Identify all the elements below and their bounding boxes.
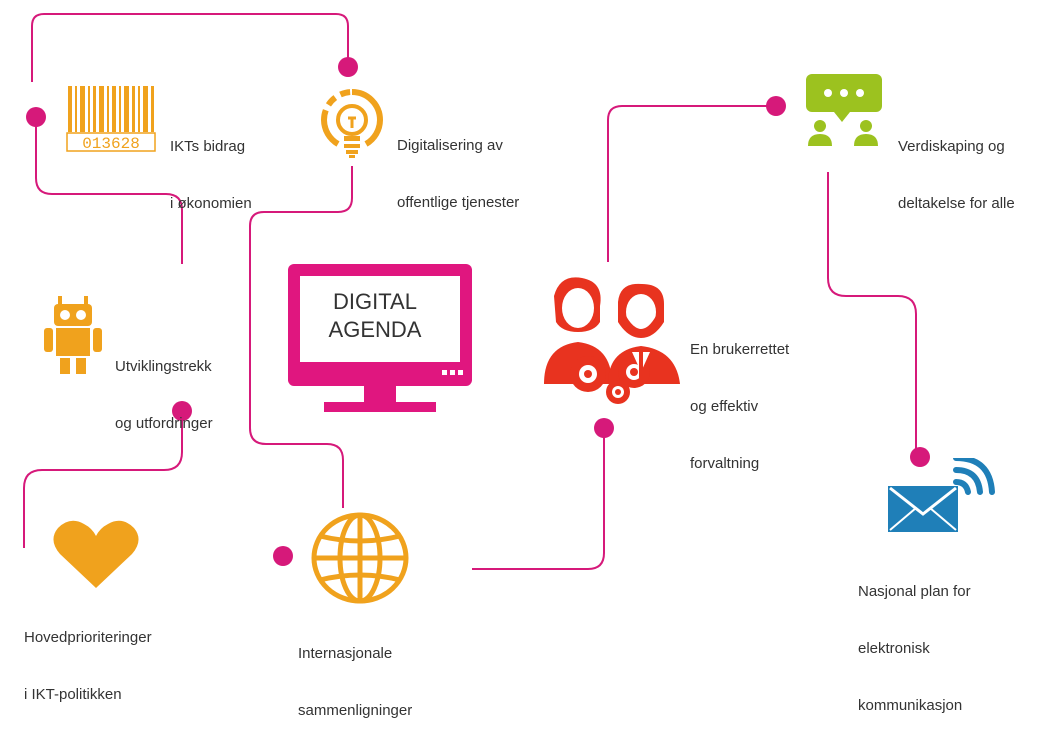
- label-utvikling: Utviklingstrekk og utfordringer: [115, 358, 213, 432]
- label-verdiskaping: Verdiskaping og deltakelse for alle: [898, 138, 1015, 212]
- monitor-icon: [288, 264, 472, 412]
- center-line-1: DIGITAL: [333, 289, 417, 314]
- connector-hoved-utvikling: [23, 412, 183, 548]
- lightbulb-icon: [321, 89, 383, 158]
- connector-digitalisering-internasjonale: [249, 166, 353, 508]
- robot-icon: [44, 296, 102, 374]
- people-gears-icon: [544, 277, 680, 404]
- connector-ikt-utvikling: [35, 118, 183, 264]
- connector-dot: [766, 96, 786, 116]
- connector-verdiskaping-nasjonal: [827, 172, 917, 456]
- label-internasjonale: Internasjonale sammenligninger: [298, 645, 413, 719]
- globe-icon: [311, 512, 409, 604]
- heart-icon: [53, 520, 139, 588]
- chat-community-icon: [806, 74, 882, 146]
- connector-top-loop: [31, 13, 349, 82]
- barcode-icon: 013628: [66, 86, 156, 152]
- barcode-number: 013628: [82, 135, 140, 152]
- connector-dot: [338, 57, 358, 77]
- envelope-signal-icon: [888, 458, 995, 532]
- connector-dot: [594, 418, 614, 438]
- connector-dot: [172, 401, 192, 421]
- label-digitalisering: Digitalisering av offentlige tjenester: [397, 137, 520, 211]
- center-line-2: AGENDA: [328, 317, 422, 342]
- connector-internasjonale-brukerrettet: [472, 429, 605, 570]
- connector-dot: [26, 107, 46, 127]
- label-brukerrettet: En brukerrettet og effektiv forvaltning: [690, 341, 790, 472]
- label-hovedprioriteringer: Hovedprioriteringer i IKT-politikken: [24, 629, 152, 703]
- connector-lines: [23, 13, 930, 570]
- label-nasjonal-plan: Nasjonal plan for elektronisk kommunikas…: [858, 583, 971, 714]
- label-ikt-bidrag: IKTs bidrag i økonomien: [170, 138, 252, 212]
- connector-dot: [910, 447, 930, 467]
- connector-dot: [273, 546, 293, 566]
- monitor-title: DIGITAL AGENDA: [300, 288, 450, 344]
- connector-brukerrettet-verdiskaping: [607, 105, 776, 262]
